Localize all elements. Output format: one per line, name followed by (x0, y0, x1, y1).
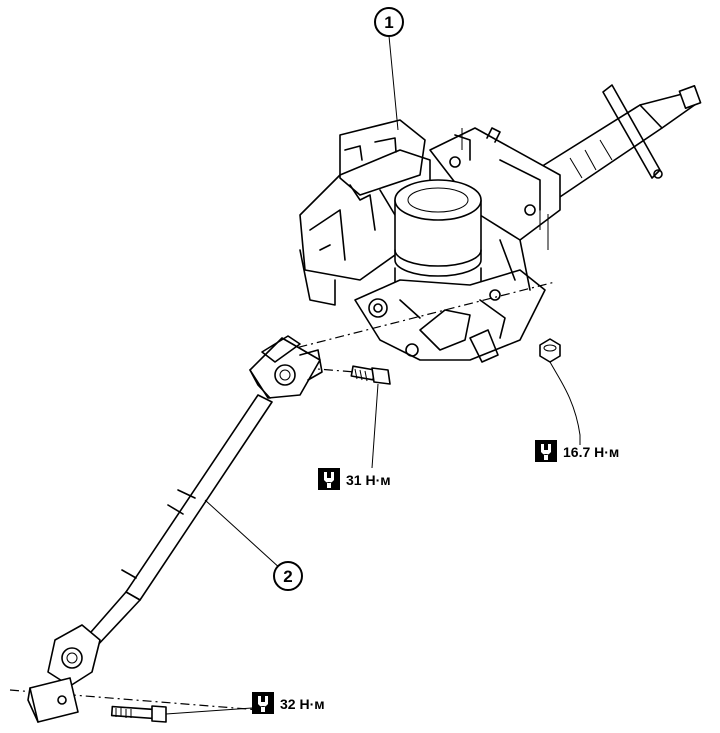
intermediate-shaft (83, 394, 283, 649)
column-nut (539, 338, 581, 445)
joint-bolt-lower (110, 705, 253, 723)
callout-1: 1 (374, 7, 404, 131)
torque-label-nut: 16.7 Н·м (535, 440, 619, 462)
eps-motor (394, 179, 482, 297)
torque-label-upper-bolt: 31 Н·м (318, 468, 391, 490)
centre-line-upper (279, 281, 556, 353)
callout-2-label: 2 (283, 567, 292, 586)
gear-housing (354, 239, 546, 363)
lower-universal-joint (27, 624, 101, 723)
joint-bolt-upper (350, 365, 391, 469)
upper-universal-joint (249, 335, 323, 399)
torque-value-lower-bolt: 32 Н·м (280, 696, 325, 712)
callout-2: 2 (273, 561, 303, 591)
torque-label-lower-bolt: 32 Н·м (252, 692, 325, 714)
torque-value-nut: 16.7 Н·м (563, 444, 619, 460)
callout-1-label: 1 (384, 13, 393, 32)
torque-value-upper-bolt: 31 Н·м (346, 472, 391, 488)
